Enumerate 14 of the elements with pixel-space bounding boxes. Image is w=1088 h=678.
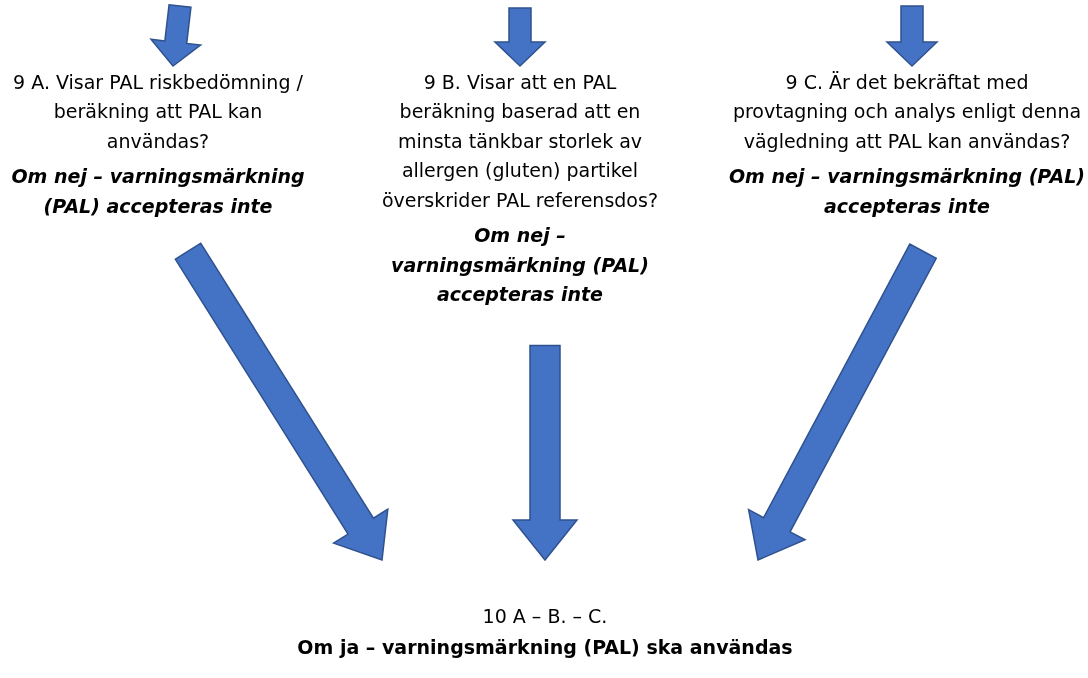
question-text: 9 B. Visar att en PAL beräkning baserad att en minsta tänkbar storlek av allergen (gluten) partikel överskrider PAL referensdos?: [381, 70, 659, 213]
question-text: 9 A. Visar PAL riskbedömning / beräkning att PAL kan användas?: [12, 70, 304, 154]
question-text: 10 A – B. – C.: [481, 604, 609, 629]
block-arrow: [493, 7, 547, 68]
note-text: Om ja – varningsmärkning (PAL) ska användas: [296, 635, 794, 661]
note-text: Om nej – varningsmärkning (PAL) accepteras inte: [10, 164, 306, 219]
note-text: Om nej – varningsmärkning (PAL) accepteras inte: [390, 223, 650, 308]
question-text: 9 C. Är det bekräftat med provtagning och analys enligt denna vägledning att PAL kan användas?: [731, 70, 1083, 154]
block-arrow: [174, 242, 389, 561]
block-arrow: [511, 344, 579, 562]
block-arrow: [149, 3, 203, 68]
block-arrow: [747, 243, 938, 562]
note-text: Om nej – varningsmärkning (PAL) accepteras inte: [727, 164, 1086, 219]
block-arrow: [885, 5, 939, 68]
